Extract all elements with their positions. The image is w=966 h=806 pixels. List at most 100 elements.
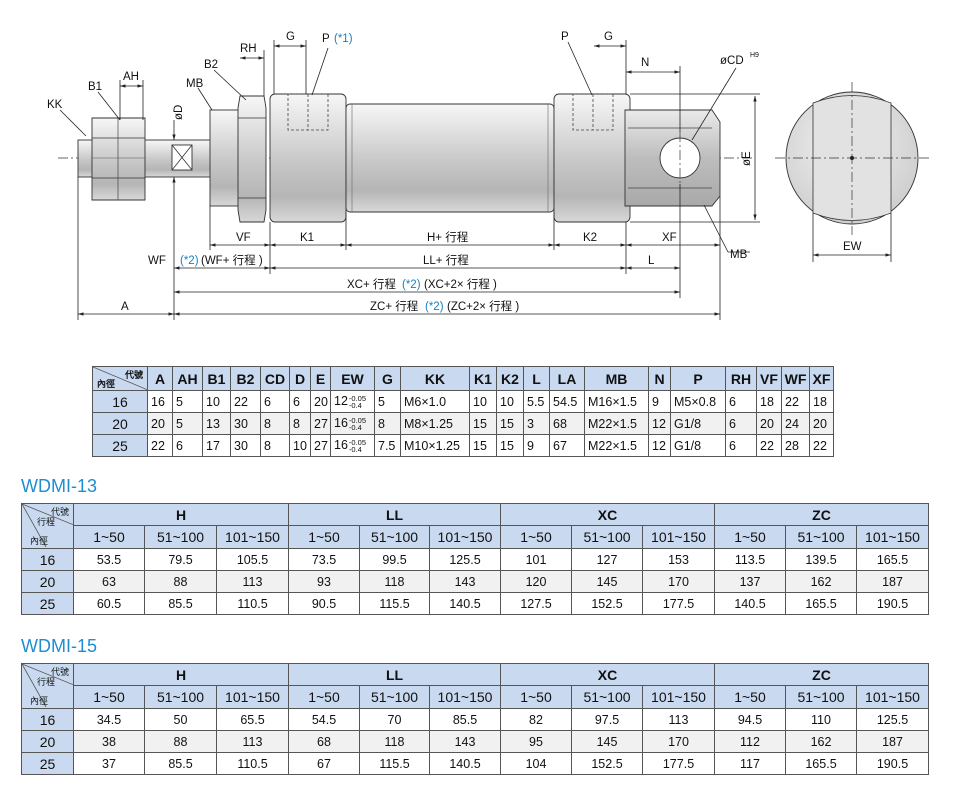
- dimension-labels: KK B1 AH MB B2 RH G P (*1) øD P G N øCD …: [47, 31, 862, 313]
- label-xc-stroke2: (XC+2× 行程 ): [424, 278, 497, 291]
- table-cell: 22: [781, 390, 810, 413]
- table-cell: 115.5: [359, 752, 430, 775]
- table-cell: 112: [714, 730, 786, 753]
- rod-nut: [91, 117, 146, 201]
- table-cell: 20: [147, 412, 173, 435]
- label-p-note: (*1): [334, 33, 353, 45]
- table-cell: 127: [571, 548, 643, 571]
- label-vf: VF: [236, 232, 251, 244]
- table-cell: 10: [202, 390, 231, 413]
- tolerance: -0.05-0.4: [348, 393, 367, 410]
- col-header: KK: [400, 366, 470, 391]
- table-cell: 177.5: [642, 752, 715, 775]
- table-cell: 97.5: [571, 708, 643, 731]
- table-cell: 6: [725, 412, 757, 435]
- table-cell: 17: [202, 434, 231, 457]
- label-wf-stroke: (WF+ 行程 ): [201, 254, 263, 267]
- table-cell: 13: [202, 412, 231, 435]
- table-cell: 177.5: [642, 592, 715, 615]
- stroke-range-header: 51~100: [785, 525, 857, 549]
- main-table-corner: 代號 內徑: [92, 366, 148, 391]
- label-cd: øCD: [720, 55, 744, 67]
- label-b2: B2: [204, 59, 218, 71]
- table-cell: 20: [756, 412, 782, 435]
- table-cell: 22: [809, 434, 834, 457]
- stroke-range-header: 1~50: [500, 525, 572, 549]
- stroke-range-header: 101~150: [429, 685, 501, 709]
- group-header: LL: [288, 663, 501, 686]
- table-cell: 16: [147, 390, 173, 413]
- col-header: E: [310, 366, 331, 391]
- table-cell: 5: [172, 390, 203, 413]
- label-ah: AH: [123, 71, 139, 83]
- mounting-nut: [237, 95, 267, 223]
- bore-cell: 25: [92, 434, 148, 457]
- table-cell: 165.5: [785, 592, 857, 615]
- group-header: XC: [500, 663, 715, 686]
- col-header: D: [289, 366, 311, 391]
- stroke-range-header: 101~150: [216, 685, 289, 709]
- stroke-range-header: 51~100: [571, 525, 643, 549]
- table-cell: 7.5: [374, 434, 401, 457]
- table-cell: M22×1.5: [584, 412, 649, 435]
- table-cell: 22: [756, 434, 782, 457]
- group-header: XC: [500, 503, 715, 526]
- table-cell: 127.5: [500, 592, 572, 615]
- label-p-right: P: [561, 31, 569, 43]
- table-cell: 120: [500, 570, 572, 593]
- table-cell: 88: [144, 730, 217, 753]
- front-neck: [209, 109, 241, 207]
- col-header: B1: [202, 366, 231, 391]
- table-cell: 190.5: [856, 592, 929, 615]
- bore-cell: 16: [21, 708, 74, 731]
- table-cell: 15: [496, 412, 524, 435]
- label-kk: KK: [47, 99, 63, 111]
- table-cell: 67: [549, 434, 585, 457]
- table-cell: 6: [172, 434, 203, 457]
- rear-cover: [553, 93, 631, 223]
- label-ew: EW: [843, 241, 862, 253]
- group-header: ZC: [714, 503, 929, 526]
- stroke-range-header: 51~100: [785, 685, 857, 709]
- table-cell: 145: [571, 730, 643, 753]
- table-cell: 65.5: [216, 708, 289, 731]
- label-mb-left: MB: [186, 78, 204, 90]
- table-cell: 125.5: [856, 708, 929, 731]
- stroke-range-header: 51~100: [571, 685, 643, 709]
- table-cell: 117: [714, 752, 786, 775]
- table-cell: 28: [781, 434, 810, 457]
- cylinder-barrel: [345, 103, 555, 213]
- table-cell: 24: [781, 412, 810, 435]
- cylinder-dimension-drawing: KK B1 AH MB B2 RH G P (*1) øD P G N øCD …: [47, 31, 930, 320]
- table-cell: 6: [725, 434, 757, 457]
- table-cell: 5: [172, 412, 203, 435]
- label-d-phi: øD: [173, 105, 185, 120]
- col-header: L: [523, 366, 550, 391]
- table-cell: 165.5: [856, 548, 929, 571]
- stroke-range-header: 51~100: [359, 525, 430, 549]
- label-wf: WF: [148, 255, 166, 267]
- table-cell: 15: [496, 434, 524, 457]
- group-header: ZC: [714, 663, 929, 686]
- rear-clevis: [624, 109, 721, 207]
- stroke-range-header: 101~150: [856, 525, 929, 549]
- table-cell: 110.5: [216, 592, 289, 615]
- label-l: L: [648, 255, 655, 267]
- table-cell: 94.5: [714, 708, 786, 731]
- table-cell: 162: [785, 730, 857, 753]
- table-cell: 70: [359, 708, 430, 731]
- stroke-range-header: 51~100: [359, 685, 430, 709]
- col-header: A: [147, 366, 173, 391]
- table-cell: 153: [642, 548, 715, 571]
- table-cell: 82: [500, 708, 572, 731]
- table-cell: M6×1.0: [400, 390, 470, 413]
- table-cell: 165.5: [785, 752, 857, 775]
- col-header: P: [670, 366, 726, 391]
- group-header: H: [73, 663, 289, 686]
